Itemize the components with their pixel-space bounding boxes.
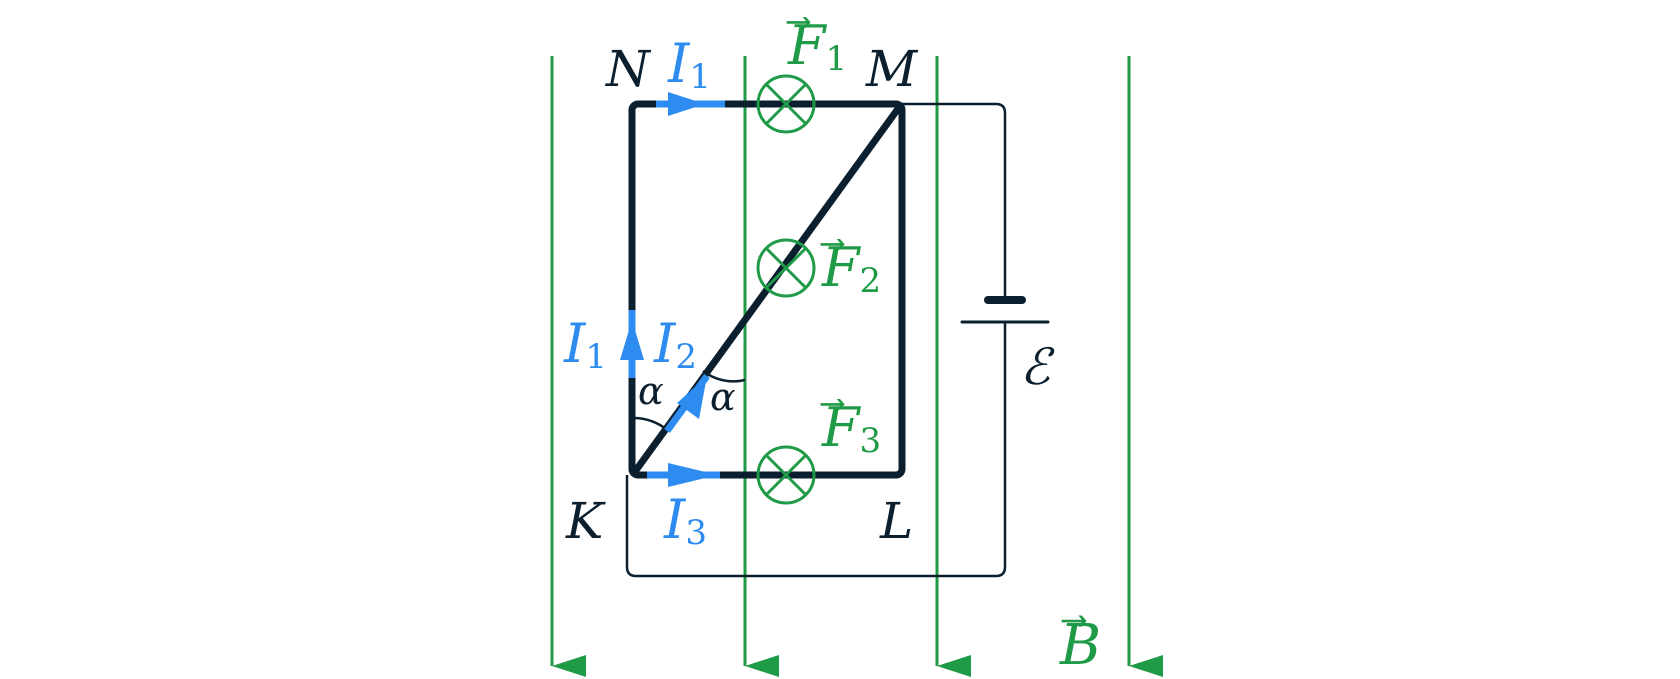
angle-labels: α α bbox=[638, 369, 736, 419]
current-arrow-diagonal bbox=[677, 376, 707, 419]
into-page-cross-icon bbox=[756, 74, 816, 134]
current-label-i2: I2 bbox=[653, 312, 697, 377]
force-labels: F1 ⃗ F2 ⃗ F3 ⃗ bbox=[786, 14, 881, 461]
current-arrow-top bbox=[668, 92, 705, 116]
vertex-n: N bbox=[605, 40, 652, 98]
into-page-cross-icon bbox=[756, 238, 816, 298]
external-circuit bbox=[625, 102, 1007, 578]
angle-arcs bbox=[632, 369, 746, 431]
force-label-f2: F2 bbox=[821, 236, 881, 301]
angle-arc-k bbox=[632, 416, 667, 431]
angle-label-diagonal: α bbox=[710, 375, 736, 419]
force-markers bbox=[756, 74, 816, 505]
field-label-b: B bbox=[1059, 613, 1101, 678]
into-page-cross-icon bbox=[756, 445, 816, 505]
vertex-l: L bbox=[879, 492, 913, 550]
force-label-f1: F1 bbox=[787, 14, 847, 79]
current-arrows bbox=[620, 92, 725, 487]
current-label-i1-left: I1 bbox=[563, 312, 607, 377]
vertex-m: M bbox=[865, 40, 919, 98]
current-label-i1-top: I1 bbox=[667, 32, 711, 97]
emf-label: ℰ bbox=[1020, 338, 1055, 396]
current-arrow-bottom bbox=[668, 463, 718, 487]
angle-label-k: α bbox=[638, 369, 664, 413]
vertex-labels: N M K L bbox=[565, 40, 919, 550]
current-label-i3: I3 bbox=[663, 488, 707, 553]
current-labels: I1 I1 I2 I3 bbox=[563, 32, 711, 553]
battery-icon bbox=[960, 296, 1050, 324]
vertex-k: K bbox=[565, 492, 606, 550]
wire-bottom bbox=[625, 323, 1007, 578]
magnetic-field-lines bbox=[550, 56, 1163, 677]
wire-top bbox=[900, 102, 1007, 300]
current-arrow-left bbox=[620, 320, 644, 360]
field-label-group: B ⃗ bbox=[1059, 613, 1101, 678]
angle-arc-diagonal bbox=[702, 369, 746, 383]
force-label-f3: F3 bbox=[821, 396, 881, 461]
frame-klmn bbox=[628, 100, 906, 479]
